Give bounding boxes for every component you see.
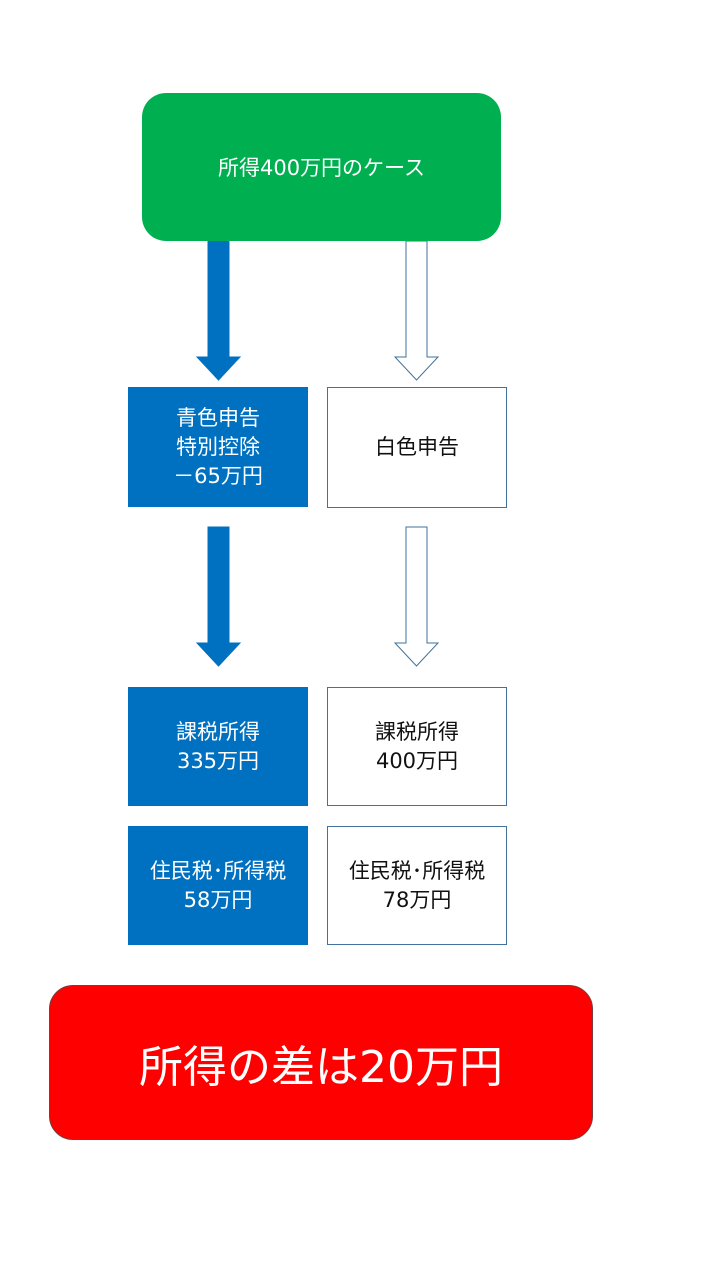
blue-tax-label: 住民税･所得税 58万円 <box>149 858 287 912</box>
outline-arrow-2 <box>393 526 440 667</box>
blue-return-deduction-label: 青色申告 特別控除 －65万円 <box>173 405 263 488</box>
outline-arrow-1 <box>393 240 440 381</box>
white-tax-label: 住民税･所得税 78万円 <box>348 858 486 912</box>
white-taxable-income-box: 課税所得 400万円 <box>327 687 507 806</box>
income-difference-label: 所得の差は20万円 <box>139 1041 503 1093</box>
blue-arrow-2 <box>195 526 242 667</box>
blue-taxable-income-label: 課税所得 335万円 <box>176 719 260 773</box>
blue-arrow-1 <box>195 240 242 381</box>
white-tax-box: 住民税･所得税 78万円 <box>327 826 507 945</box>
case-header-box: 所得400万円のケース <box>142 93 501 241</box>
case-header-label: 所得400万円のケース <box>217 156 426 180</box>
white-return-box: 白色申告 <box>327 387 507 508</box>
income-difference-box: 所得の差は20万円 <box>49 985 593 1140</box>
blue-tax-box: 住民税･所得税 58万円 <box>128 826 308 945</box>
blue-return-deduction-box: 青色申告 特別控除 －65万円 <box>128 387 308 507</box>
white-return-label: 白色申告 <box>375 435 459 459</box>
blue-taxable-income-box: 課税所得 335万円 <box>128 687 308 806</box>
white-taxable-income-label: 課税所得 400万円 <box>375 719 459 773</box>
